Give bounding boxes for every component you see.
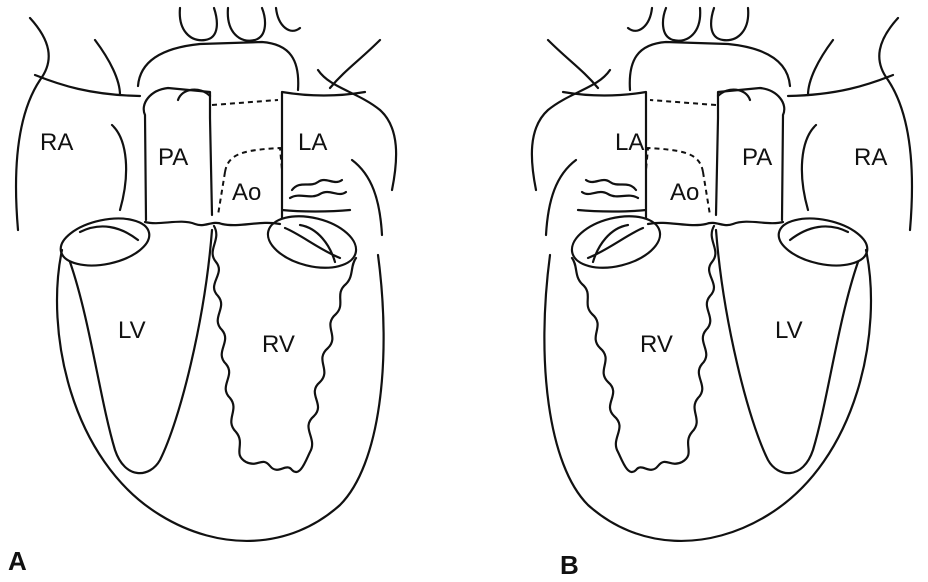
panel-b-label-lv: LV [775, 317, 803, 344]
panel-a-label-la: LA [298, 129, 327, 156]
panel-b-head-vessels [628, 8, 748, 41]
panel-b-label-ao: Ao [670, 179, 699, 206]
panel-a [16, 8, 396, 541]
panel-b-aorta-dashed-side [703, 172, 710, 215]
panel-b-aortic-arch [630, 42, 790, 90]
panel-a-head-vessels [180, 8, 300, 41]
panel-a-aorta-dashed [212, 100, 282, 172]
panel-a-aorta-dashed-side [218, 172, 225, 215]
panel-a-pa-branch [35, 75, 210, 100]
panel-a-heart-outline [57, 250, 384, 541]
panel-b-label-rv: RV [640, 331, 673, 358]
panel-a-right-atrium [16, 18, 126, 230]
panel-b-right-atrium [802, 18, 912, 230]
panel-a-aortic-arch [138, 42, 298, 90]
panel-a-la-veins [290, 180, 346, 198]
panel-b-right-vessels [532, 40, 610, 235]
panel-a-label-lv: LV [118, 317, 146, 344]
panel-b-valve-baseline [648, 222, 783, 225]
panel-a-label-rv: RV [262, 331, 295, 358]
panel-b [532, 8, 912, 541]
panel-a-label-ao: Ao [232, 179, 261, 206]
panel-b-label-pa: PA [742, 144, 772, 171]
panel-b-tricuspid-leaflets [588, 225, 643, 262]
panel-b-label-la: LA [615, 129, 644, 156]
panel-a-mitral-leaflet [80, 226, 138, 240]
panel-b-la-veins [582, 180, 638, 198]
panel-a-label-pa: PA [158, 144, 188, 171]
panel-a-valve-baseline [145, 222, 280, 225]
panel-a-right-vessels [318, 40, 396, 235]
panel-b-pa-branch [718, 75, 893, 100]
panel-a-label-ra: RA [40, 129, 73, 156]
panel-b-mitral-leaflet [790, 226, 848, 240]
panel-b-heart-outline [544, 250, 871, 541]
panel-a-tricuspid-leaflets [285, 225, 340, 262]
panel-b-letter: B [560, 550, 579, 580]
panel-b-aorta-dashed [646, 100, 716, 172]
panel-b-label-ra: RA [854, 144, 887, 171]
panel-a-letter: A [8, 546, 27, 576]
